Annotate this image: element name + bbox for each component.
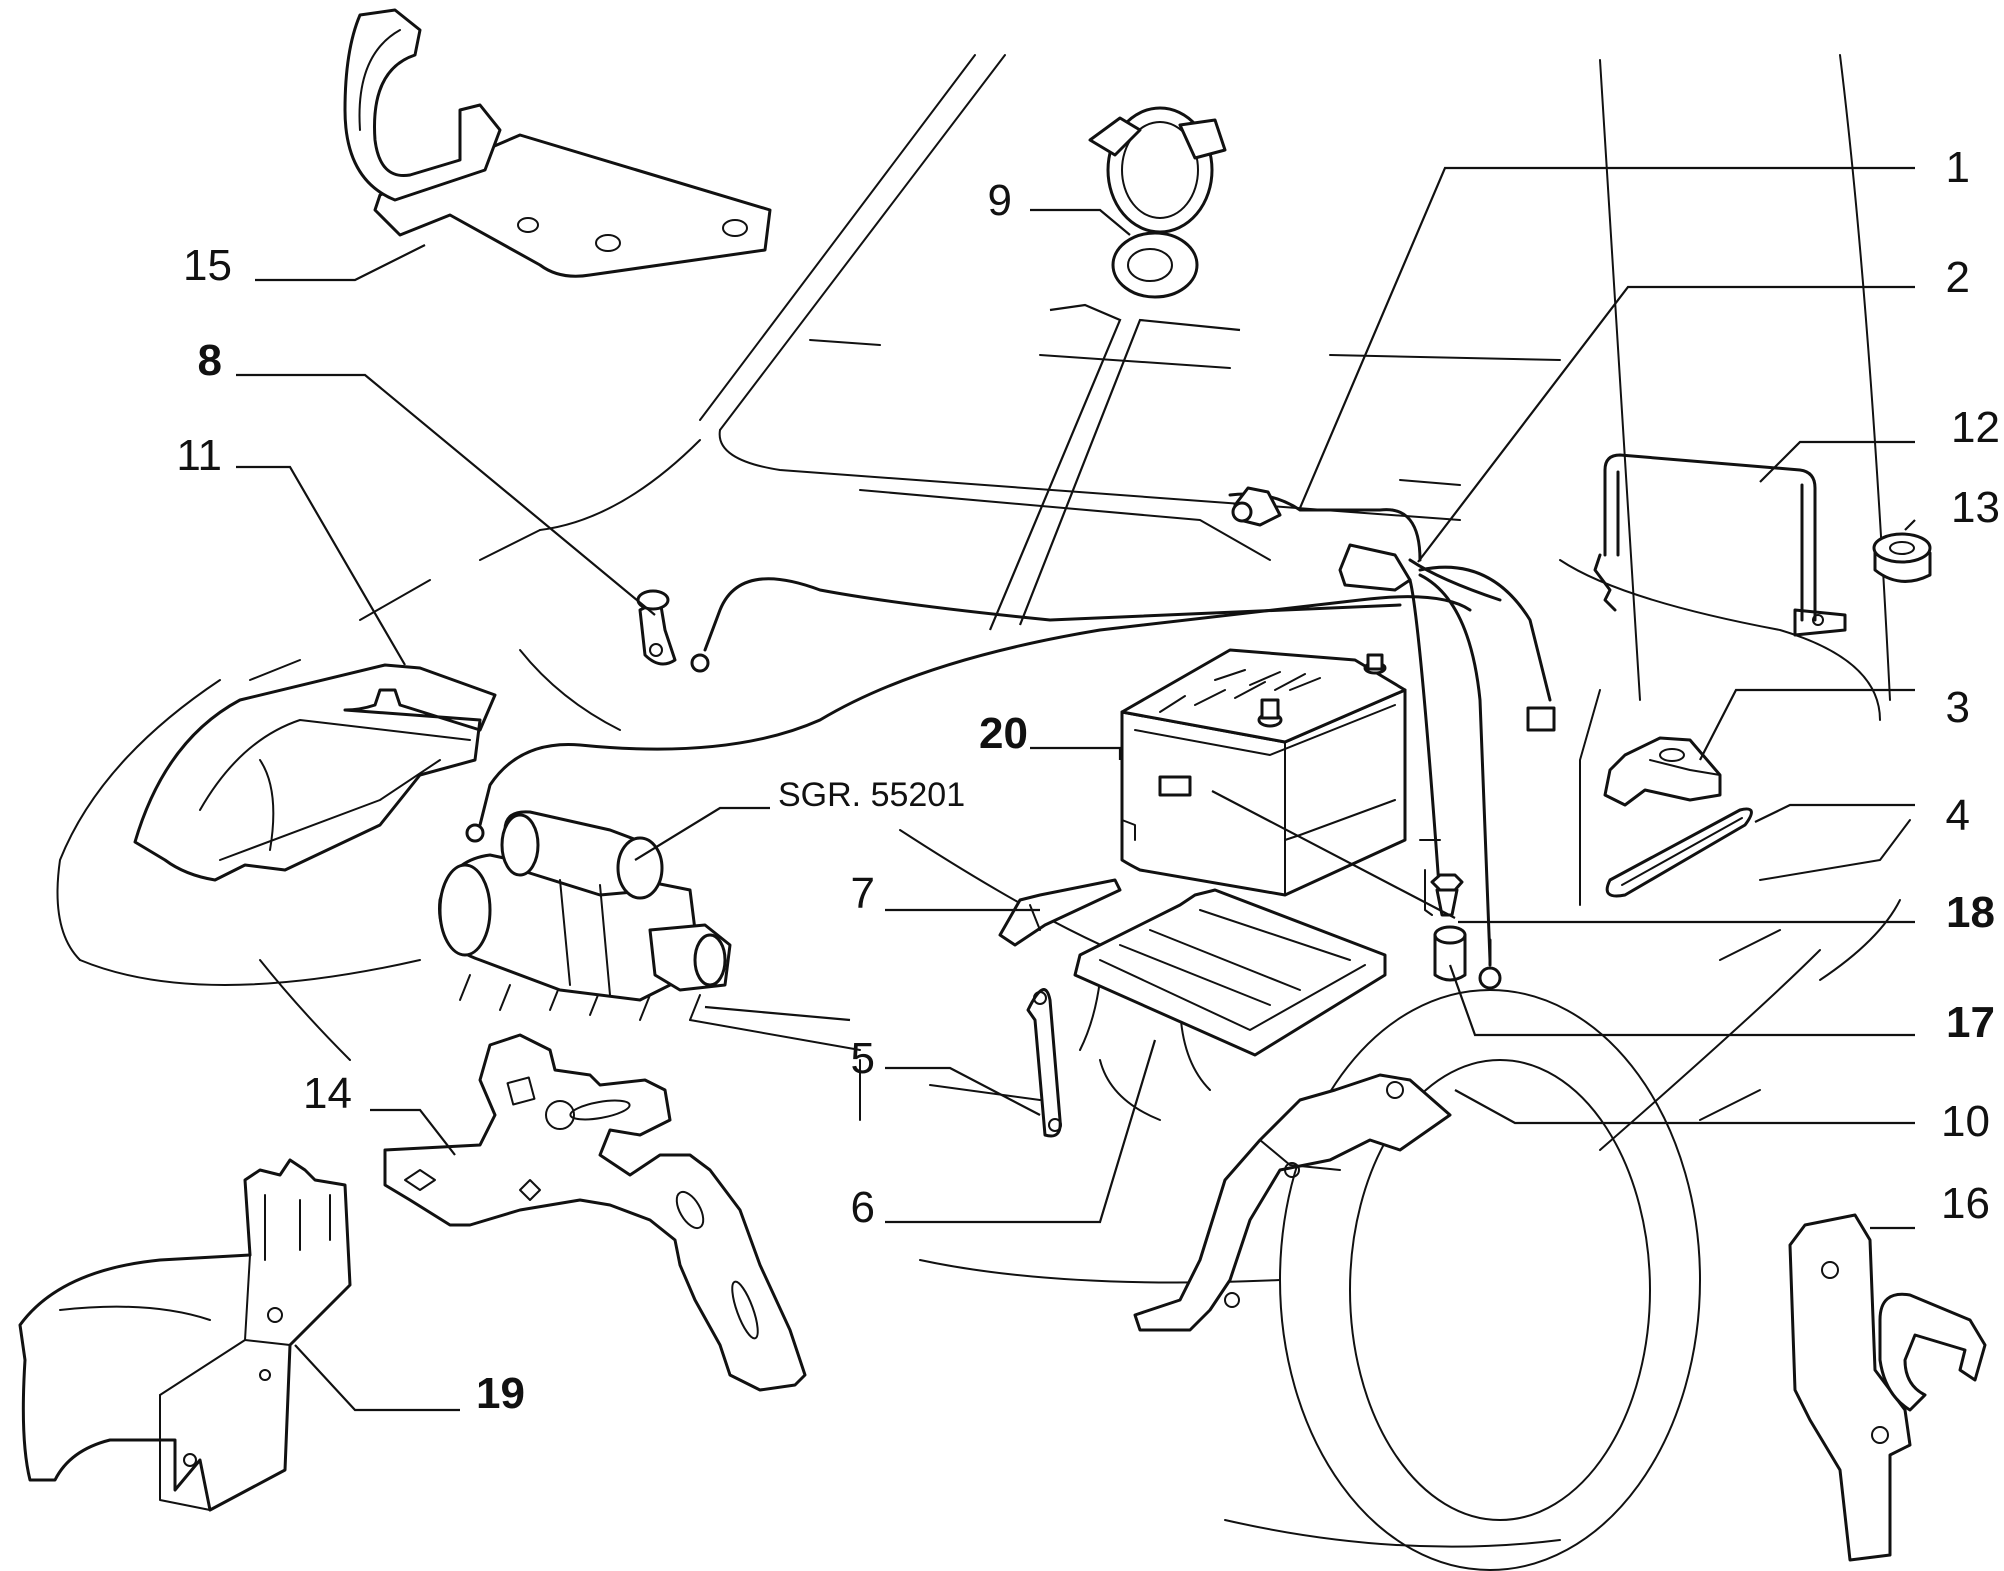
callout-15: 15 <box>183 241 232 290</box>
part-12-hold-down-frame <box>1593 453 1847 637</box>
callout-17: 17 <box>1946 998 1995 1047</box>
leader-lines <box>236 166 1916 1412</box>
part-4-hook-bolt <box>1605 807 1753 898</box>
part-20-battery <box>1120 648 1407 897</box>
callout-16: 16 <box>1941 1179 1990 1228</box>
callout-labels: 1 2 3 4 5 6 7 8 9 10 11 12 13 14 15 16 1… <box>176 143 2000 1418</box>
part-9-hose-clip <box>1088 106 1227 299</box>
callout-19: 19 <box>476 1369 525 1418</box>
part-8-terminal <box>636 589 677 666</box>
callout-3: 3 <box>1946 683 1970 732</box>
callout-8: 8 <box>198 336 222 385</box>
callout-20: 20 <box>979 709 1028 758</box>
part-13-nut <box>1872 532 1932 583</box>
callout-9: 9 <box>988 176 1012 225</box>
callout-4: 4 <box>1946 791 1970 840</box>
callout-13: 13 <box>1951 483 2000 532</box>
part-18-bolt <box>1424 869 1464 917</box>
vehicle-body-outline <box>56 54 1911 1571</box>
part-15-harness-bracket <box>343 8 772 278</box>
callout-14: 14 <box>303 1069 352 1118</box>
part-19-mounting-bracket <box>18 1158 352 1512</box>
reference-group-label: SGR. 55201 <box>778 776 965 814</box>
part-7-bracket <box>998 878 1122 947</box>
part-3-clamp <box>1603 736 1722 807</box>
callout-6: 6 <box>851 1183 875 1232</box>
battery-cables <box>465 486 1556 990</box>
callout-5: 5 <box>851 1034 875 1083</box>
callout-7: 7 <box>851 869 875 918</box>
callout-2: 2 <box>1946 253 1970 302</box>
callout-10: 10 <box>1941 1097 1990 1146</box>
part-5-ground-strap <box>1026 988 1062 1138</box>
part-6-battery-tray <box>1073 888 1387 1057</box>
part-16-clip-bracket <box>1788 1213 1987 1562</box>
starter-motor <box>438 810 732 1002</box>
part-10-wheel-arch-bracket <box>1133 1073 1452 1332</box>
callout-12: 12 <box>1951 403 2000 452</box>
callout-1: 1 <box>1946 143 1970 192</box>
callout-11: 11 <box>176 431 222 480</box>
callout-18: 18 <box>1946 888 1995 937</box>
part-11-shield <box>133 663 497 882</box>
part-14-starter-bracket <box>383 1033 807 1392</box>
part-17-spacer <box>1433 925 1467 982</box>
